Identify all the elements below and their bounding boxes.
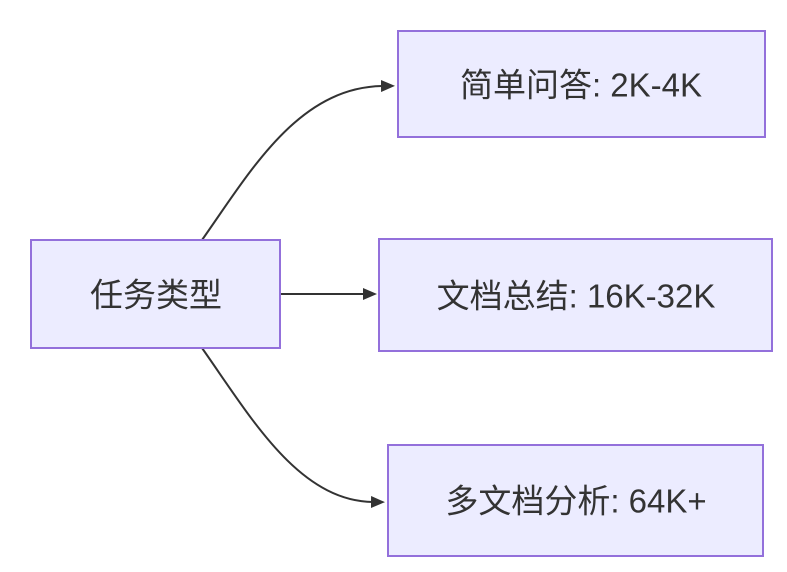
- task-type-label: 任务类型: [90, 277, 222, 314]
- node-multi-doc: 多文档分析: 64K+: [387, 444, 764, 557]
- task-type-box: [30, 239, 281, 349]
- simple-qa-label: 简单问答: 2K-4K: [460, 67, 702, 104]
- simple-qa-box: [397, 30, 766, 138]
- node-doc-summary: 文档总结: 16K-32K: [378, 238, 773, 352]
- edge-task-type-to-multi-doc: [201, 347, 385, 508]
- doc-summary-box: [378, 238, 773, 352]
- multi-doc-box: [387, 444, 764, 557]
- doc-summary-label: 文档总结: 16K-32K: [437, 278, 716, 315]
- multi-doc-label: 多文档分析: 64K+: [445, 483, 706, 520]
- node-simple-qa: 简单问答: 2K-4K: [397, 30, 766, 138]
- node-task-type: 任务类型: [30, 239, 281, 349]
- edge-task-type-to-simple-qa: [201, 80, 395, 241]
